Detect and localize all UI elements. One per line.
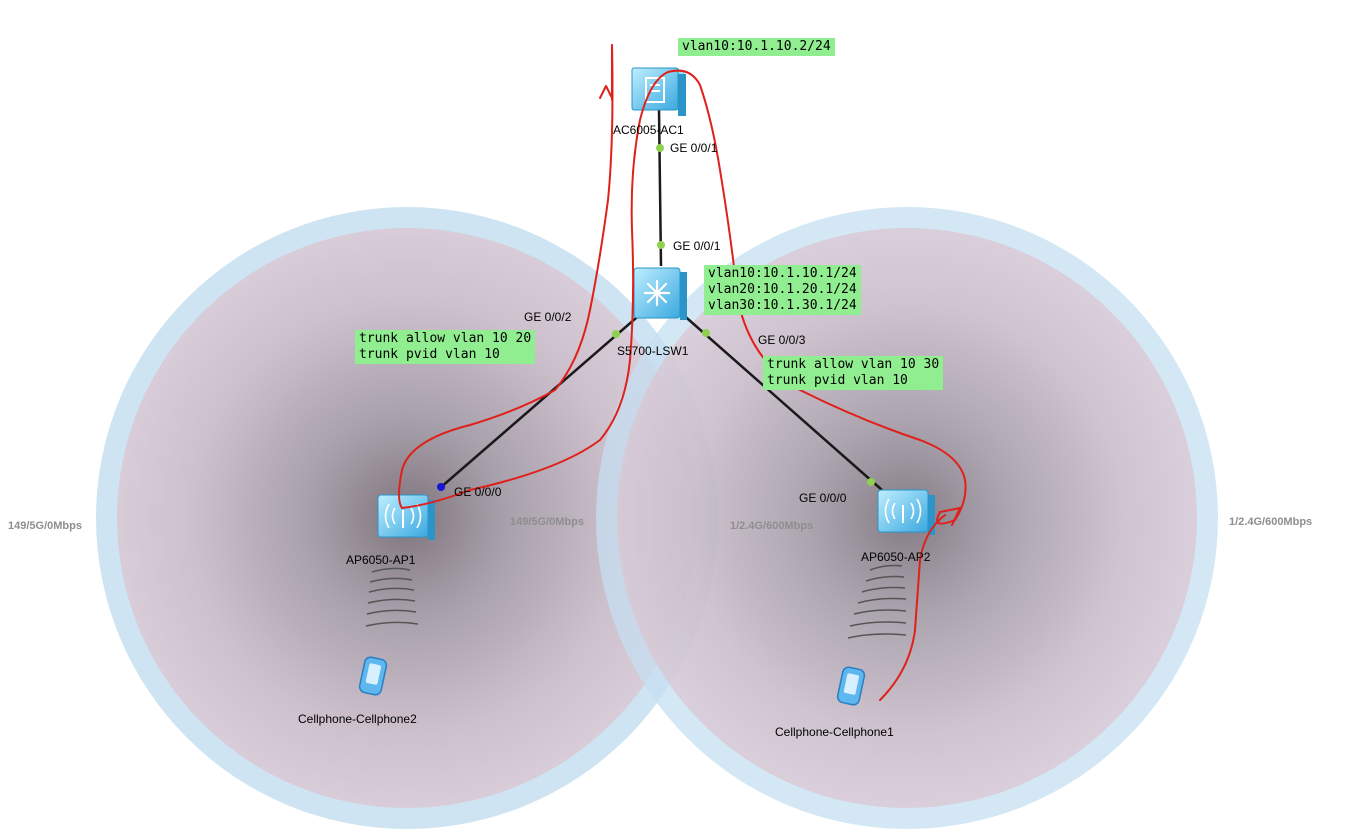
link-switch-ap1[interactable]: [439, 311, 644, 489]
device-label-switch: S5700-LSW1: [617, 344, 689, 358]
access-controller-icon[interactable]: [631, 67, 686, 116]
coverage-label-ap2-outer: 1/2.4G/600Mbps: [1229, 516, 1313, 528]
coverage-label-ap2-inner: 1/2.4G/600Mbps: [730, 520, 814, 532]
cellphone-icon[interactable]: [836, 666, 866, 706]
coverage-label-ap1-outer: 149/5G/0Mbps: [8, 520, 82, 532]
port-dot-ac-ge001: [656, 144, 664, 152]
port-label-ac-down: GE 0/0/1: [670, 141, 718, 155]
wireless-signal-icon: [365, 567, 419, 627]
link-switch-ap2[interactable]: [679, 311, 883, 491]
device-label-ap1: AP6050-AP1: [346, 553, 416, 567]
port-dot-sw-ge001: [657, 241, 665, 249]
port-label-sw-right: GE 0/0/3: [758, 333, 806, 347]
coverage-label-ap1-inner: 149/5G/0Mbps: [510, 516, 584, 528]
cellphone-icon[interactable]: [358, 656, 388, 696]
port-label-ap1-up: GE 0/0/0: [454, 485, 502, 499]
port-dot-ap1-ge000: [437, 483, 445, 491]
note-left-trunk[interactable]: trunk allow vlan 10 20 trunk pvid vlan 1…: [355, 330, 536, 364]
note-right-trunk[interactable]: trunk allow vlan 10 30 trunk pvid vlan 1…: [763, 356, 944, 390]
link-ac-switch[interactable]: [657, 109, 663, 267]
port-dot-ap2-ge000: [867, 478, 875, 486]
port-label-sw-left: GE 0/0/2: [524, 310, 572, 324]
note-switch-vlans[interactable]: vlan10:10.1.10.1/24 vlan20:10.1.20.1/24 …: [704, 265, 861, 315]
device-label-ac: AC6005-AC1: [613, 123, 684, 137]
port-dot-sw-ge002: [612, 330, 620, 338]
layer3-switch-icon[interactable]: [633, 267, 687, 320]
device-label-phone2: Cellphone-Cellphone2: [298, 712, 417, 726]
wireless-ap-icon[interactable]: [877, 489, 935, 535]
port-dot-sw-ge003: [702, 329, 710, 337]
device-label-phone1: Cellphone-Cellphone1: [775, 725, 894, 739]
note-ac-vlan[interactable]: vlan10:10.1.10.2/24: [678, 38, 835, 56]
wireless-signal-icon: [847, 564, 907, 639]
traffic-path-annotation: [398, 44, 967, 701]
wireless-ap-icon[interactable]: [377, 494, 435, 540]
port-indicators: [437, 144, 875, 491]
network-links: [439, 109, 883, 491]
port-label-ap2-up: GE 0/0/0: [799, 491, 847, 505]
port-label-sw-up: GE 0/0/1: [673, 239, 721, 253]
device-label-ap2: AP6050-AP2: [861, 550, 931, 564]
